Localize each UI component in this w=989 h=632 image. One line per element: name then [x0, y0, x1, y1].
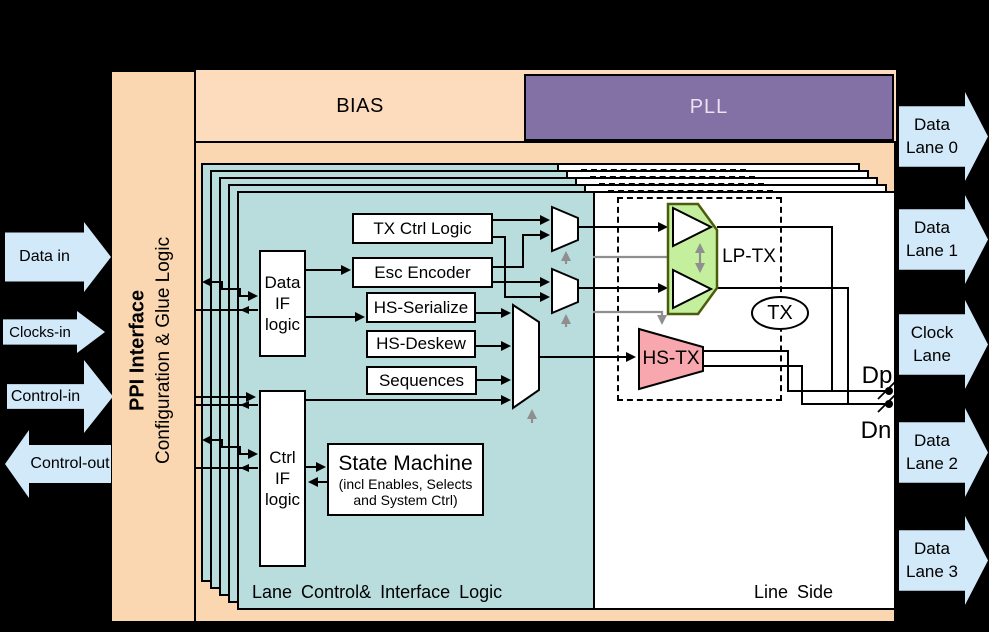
data-if-line3: logic [265, 315, 300, 335]
ctrl-if-line3: logic [265, 490, 300, 510]
data-if-logic-block: Data IF logic [259, 250, 306, 357]
dn-pin-label: Dn [860, 417, 892, 444]
ctrl-if-line1: Ctrl [269, 447, 296, 467]
port-control-in-label: Control-in [10, 387, 81, 405]
port-clocks-in: Clocks-in [3, 311, 105, 353]
port-data-lane-2: Data Lane 2 [899, 408, 988, 497]
pll-label: PLL [689, 96, 729, 118]
port-data-lane-1: Data Lane 1 [899, 195, 988, 284]
state-machine-title: State Machine [338, 451, 473, 475]
port-clocks-in-label: Clocks-in [9, 323, 71, 341]
bias-label: BIAS [336, 95, 384, 117]
tx-ctrl-logic-block: TX Ctrl Logic [352, 213, 493, 244]
hs-serialize-block: HS-Serialize [366, 292, 476, 323]
port-data-lane-3-label: Data Lane 3 [906, 538, 958, 582]
label-line2: Lane 3 [906, 561, 958, 581]
ppi-config-glue-subtitle: Configuration & Glue Logic [153, 236, 174, 464]
state-machine-subtitle-2: and System Ctrl) [353, 491, 458, 508]
lp-tx-label: LP-TX [722, 246, 776, 267]
line-side-caption: Line Side [754, 582, 834, 602]
port-data-lane-3: Data Lane 3 [899, 516, 988, 605]
label-line1: Data [914, 115, 950, 135]
label-line2: Lane 2 [906, 453, 958, 473]
dp-pin-label: Dp [861, 362, 893, 389]
port-data-lane-1-label: Data Lane 1 [906, 217, 958, 261]
port-clock-lane: Clock Lane [899, 300, 988, 389]
data-if-line1: Data [264, 272, 301, 292]
label-line2: Lane [913, 345, 951, 365]
lane-module-dashed-box [617, 197, 782, 401]
port-data-lane-2-label: Data Lane 2 [906, 430, 958, 474]
label-line1: Data [914, 218, 950, 238]
state-machine-block: State Machine (incl Enables, Selects and… [327, 443, 484, 516]
sequences-block: Sequences [366, 366, 477, 395]
ctrl-if-logic-block: Ctrl IF logic [259, 390, 306, 567]
esc-encoder-block: Esc Encoder [352, 257, 493, 288]
label-line2: Lane 1 [906, 240, 958, 260]
tx-oval-label: TX [767, 301, 793, 324]
hs-tx-label: HS-TX [642, 348, 700, 369]
port-control-out: Control-out [5, 430, 111, 498]
ctrl-if-line2: IF [274, 468, 291, 488]
port-data-lane-0-label: Data Lane 0 [906, 114, 958, 158]
pll-block: PLL [524, 74, 894, 141]
hs-deskew-block: HS-Deskew [366, 330, 476, 358]
port-data-in-label: Data in [19, 248, 70, 265]
port-clock-lane-label: Clock Lane [911, 322, 954, 366]
ppi-bar-divider [194, 70, 196, 623]
data-if-line2: IF [274, 293, 291, 313]
port-data-in: Data in [5, 222, 111, 292]
lane-logic-caption: Lane Control& Interface Logic [252, 582, 503, 602]
port-data-lane-0: Data Lane 0 [899, 92, 988, 181]
label-line2: Lane 0 [906, 137, 958, 157]
port-control-in: Control-in [7, 360, 113, 433]
label-line1: Data [914, 539, 950, 559]
label-line1: Clock [910, 323, 954, 343]
state-machine-subtitle-1: (incl Enables, Selects [338, 476, 473, 493]
lane-panel-front [237, 191, 896, 610]
ppi-interface-title: PPI Interface [126, 289, 149, 411]
label-line1: Data [914, 431, 950, 451]
port-control-out-label: Control-out [30, 455, 110, 472]
